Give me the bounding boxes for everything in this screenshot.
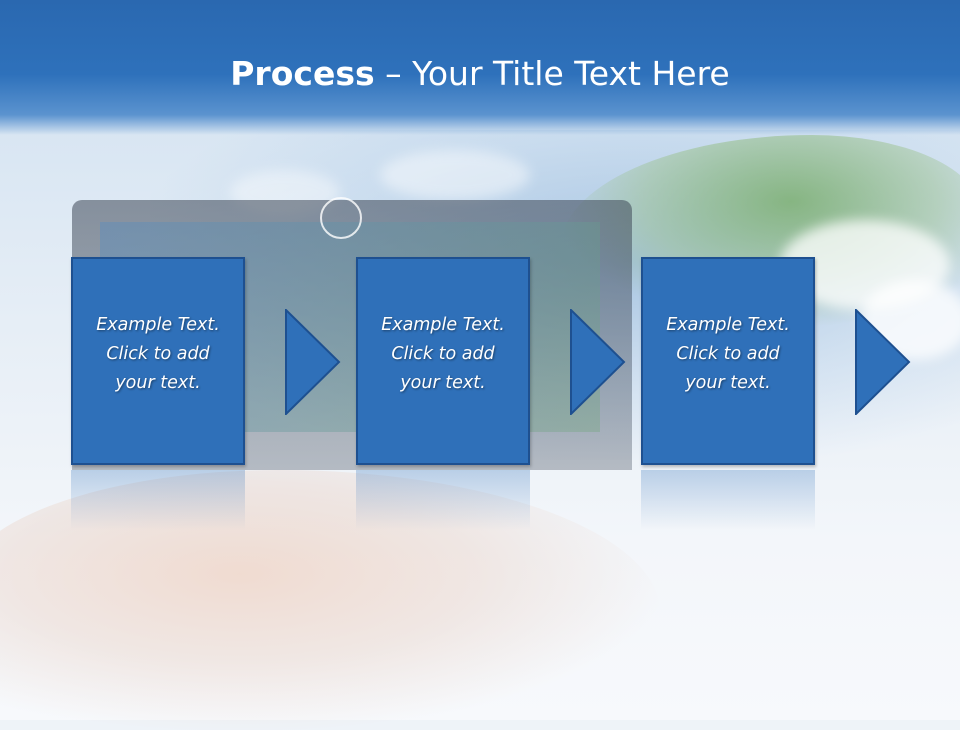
slide-title[interactable]: Process – Your Title Text Here	[0, 52, 960, 96]
title-rest: – Your Title Text Here	[375, 54, 730, 93]
step-text-1: Example Text. Click to add your text.	[73, 311, 243, 398]
step-text-3: Example Text. Click to add your text.	[643, 311, 813, 398]
title-bold: Process	[230, 54, 374, 93]
clock-icon	[320, 197, 362, 239]
step-text-2: Example Text. Click to add your text.	[358, 311, 528, 398]
arrow-right-icon	[285, 309, 341, 415]
arrow-right-icon	[855, 309, 911, 415]
arrow-right-icon	[570, 309, 626, 415]
cloud	[380, 150, 530, 200]
step-box-3[interactable]: Example Text. Click to add your text.	[641, 257, 815, 465]
step-box-1[interactable]: Example Text. Click to add your text.	[71, 257, 245, 465]
step-reflection	[71, 470, 245, 530]
step-reflection	[356, 470, 530, 530]
step-reflection	[641, 470, 815, 530]
step-box-2[interactable]: Example Text. Click to add your text.	[356, 257, 530, 465]
